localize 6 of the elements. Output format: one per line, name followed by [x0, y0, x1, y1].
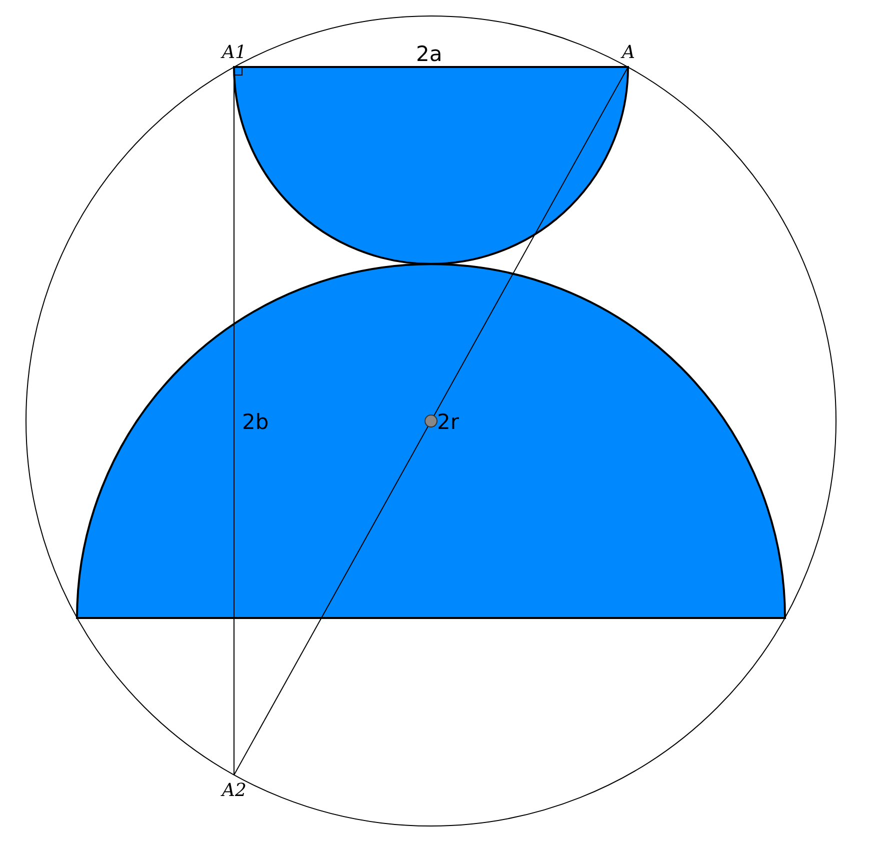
point-label: A1	[222, 44, 246, 62]
point-label: A	[622, 44, 635, 62]
length-label: 2a	[416, 44, 442, 65]
length-label: 2r	[437, 412, 459, 433]
point-label: A2	[222, 782, 246, 800]
length-label: 2b	[242, 412, 269, 433]
